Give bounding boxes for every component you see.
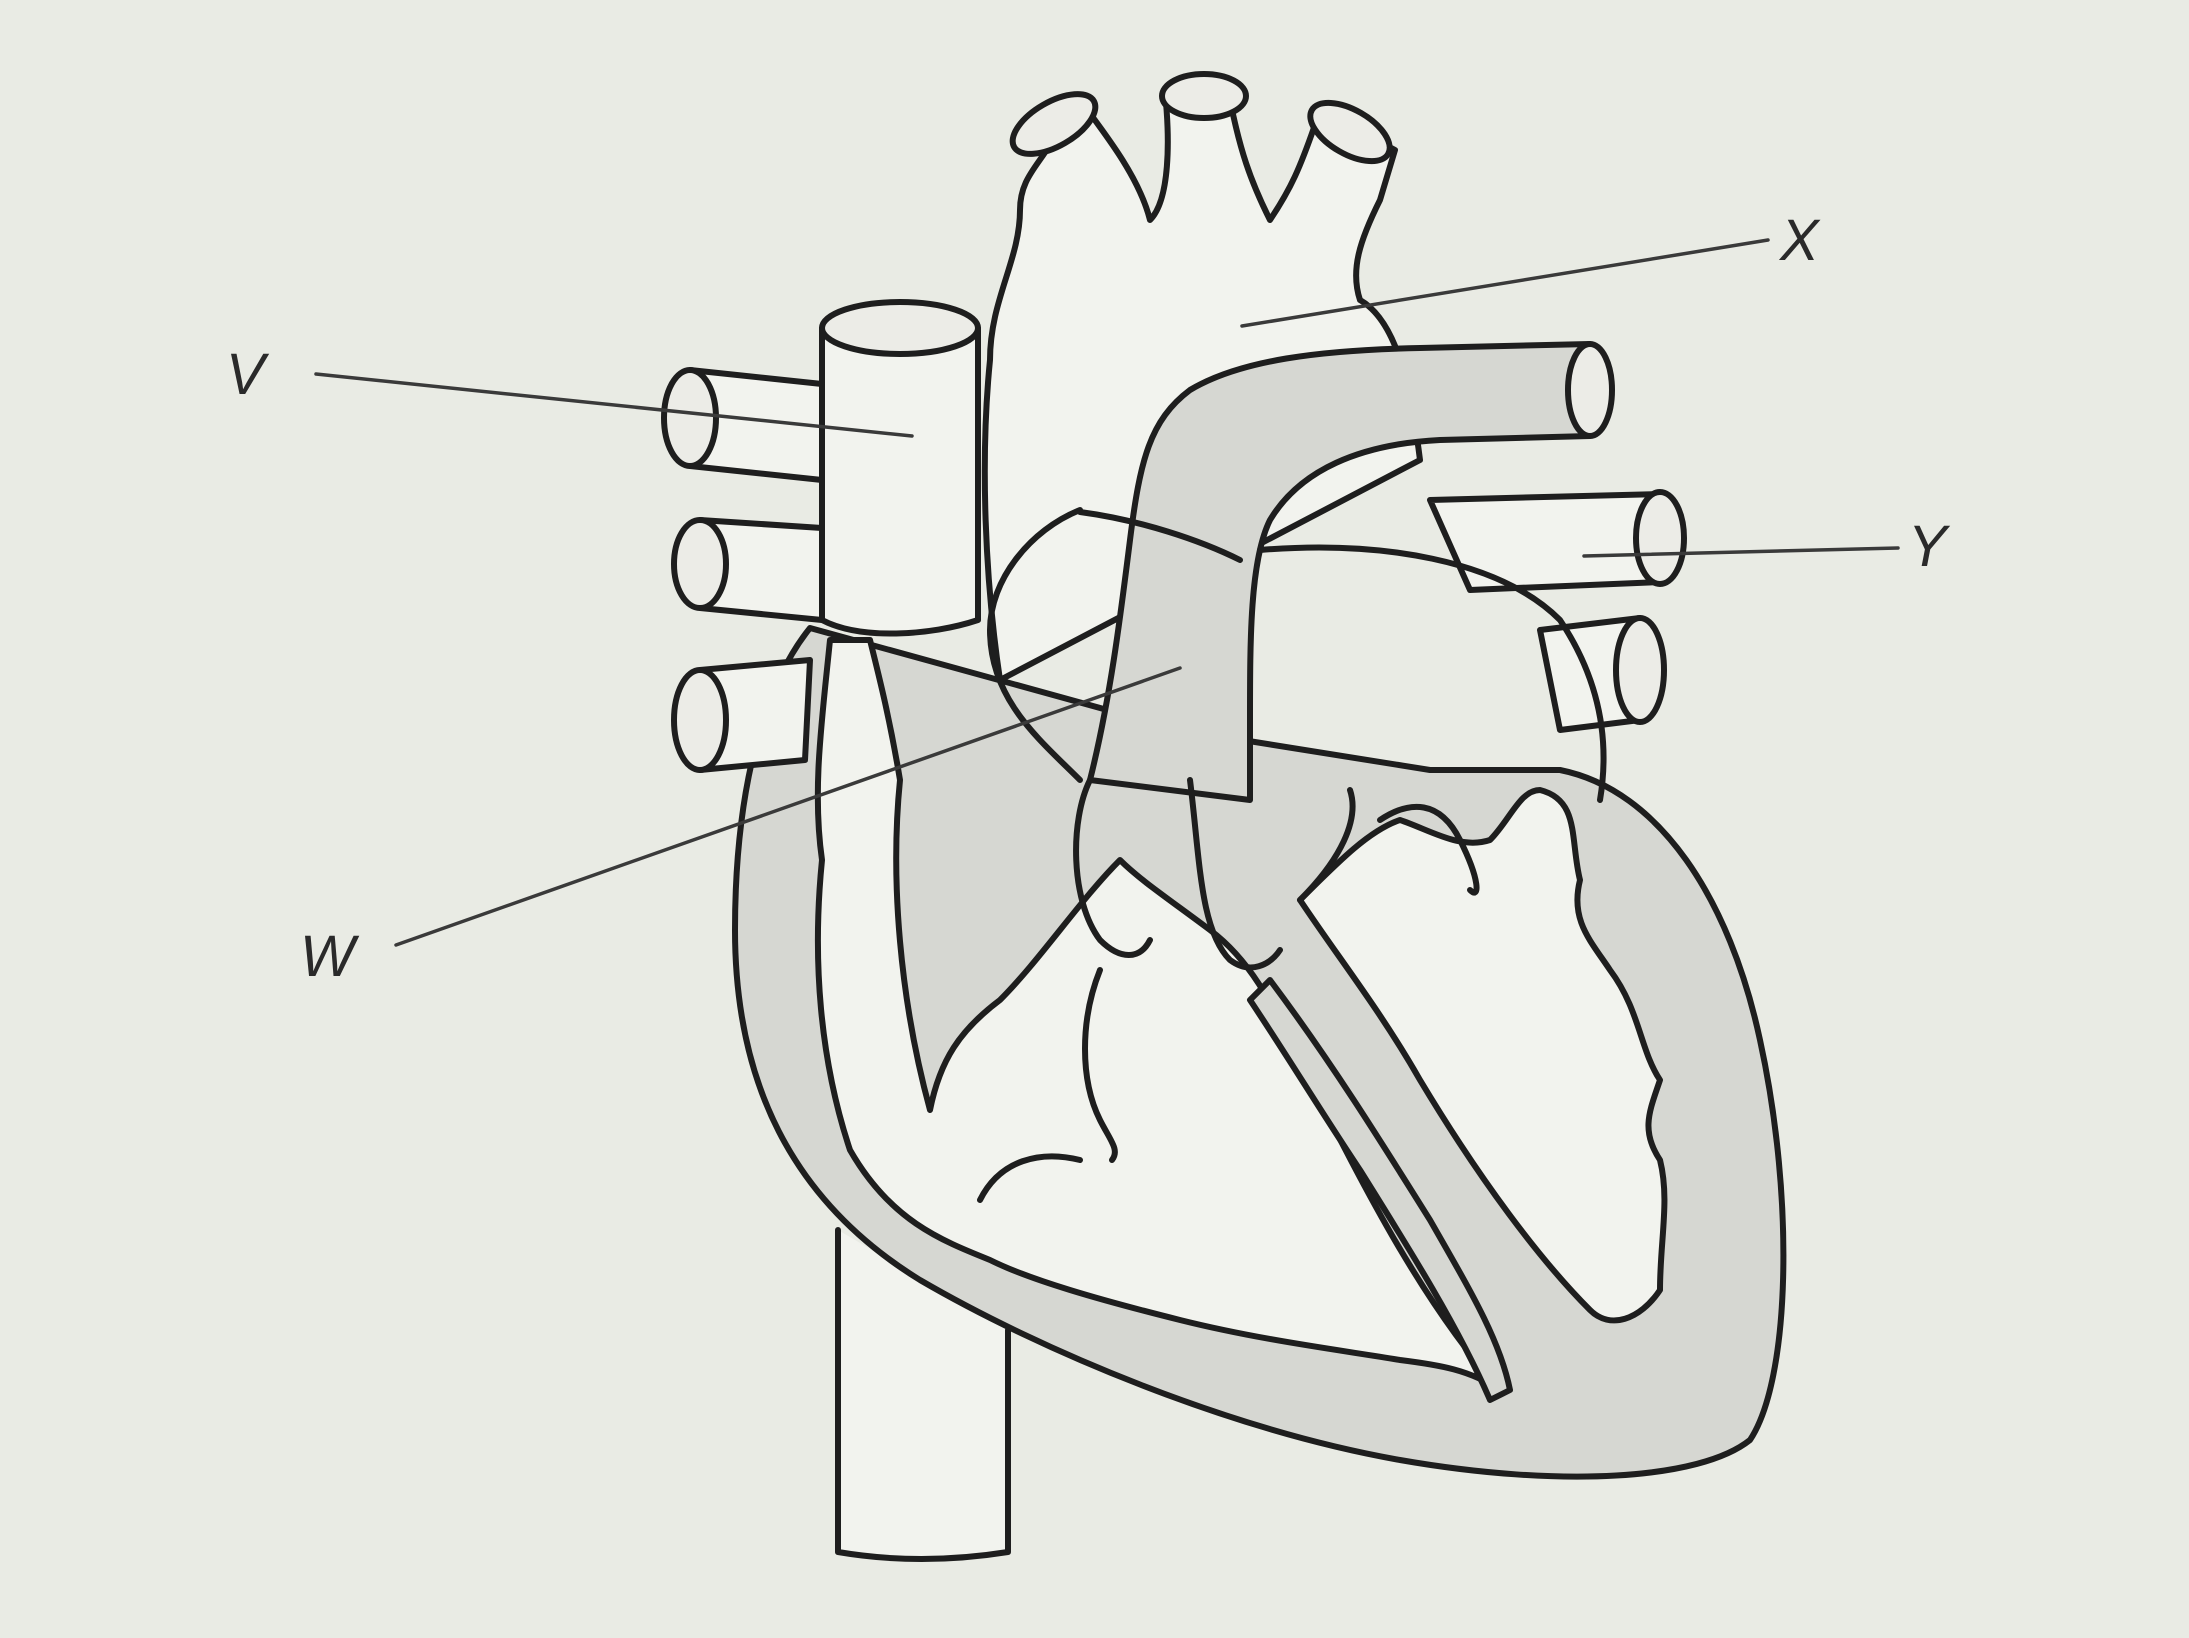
label-w: W: [300, 928, 355, 986]
superior-vena-cava: [822, 328, 978, 634]
pulmonary-artery-opening: [1568, 344, 1612, 436]
label-y: Y: [1908, 518, 1947, 576]
label-v: V: [226, 346, 265, 404]
superior-vena-cava-opening: [822, 302, 978, 354]
right-pulmonary-veins: [664, 370, 822, 770]
left-pulmonary-veins: [1430, 492, 1684, 730]
label-x: X: [1780, 212, 1819, 270]
aorta-branch-2-opening: [1162, 74, 1246, 118]
pulmonary-vein-y-opening: [1636, 492, 1684, 584]
